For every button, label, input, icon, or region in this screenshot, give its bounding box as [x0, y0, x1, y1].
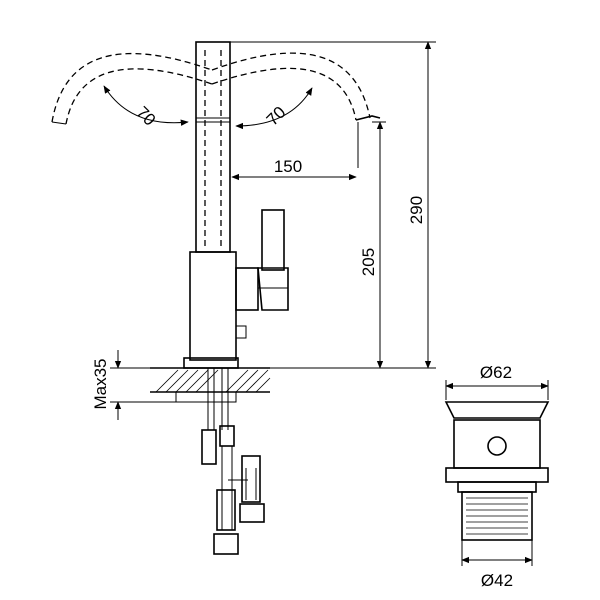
dim-spout-height: 205: [359, 121, 386, 369]
dim-label-290: 290: [407, 196, 426, 224]
dim-label-o42: Ø42: [481, 571, 513, 590]
counter-deck: [150, 367, 271, 403]
angle-arrow-left: [103, 85, 189, 126]
swivel-arc-left: [51, 52, 213, 125]
dim-label-150: 150: [274, 157, 302, 176]
angle-arrow-right: [235, 87, 313, 130]
dim-label-70-right: 70: [263, 103, 290, 130]
dim-reach: 150: [231, 157, 357, 181]
dim-max-deck: Max35: [91, 350, 176, 420]
faucet-body: [183, 209, 289, 369]
supply-hoses: [201, 368, 265, 555]
faucet-column: [195, 41, 231, 253]
dim-label-o62: Ø62: [480, 363, 512, 382]
spout-outlet: [355, 115, 381, 168]
swivel-arc-right: [211, 52, 371, 121]
dim-label-max35: Max35: [91, 358, 110, 409]
waste-drain: Ø62 Ø42: [444, 363, 550, 590]
dim-total-height: 290: [230, 41, 436, 369]
dim-label-205: 205: [359, 248, 378, 276]
dim-label-70-left: 70: [132, 103, 159, 130]
